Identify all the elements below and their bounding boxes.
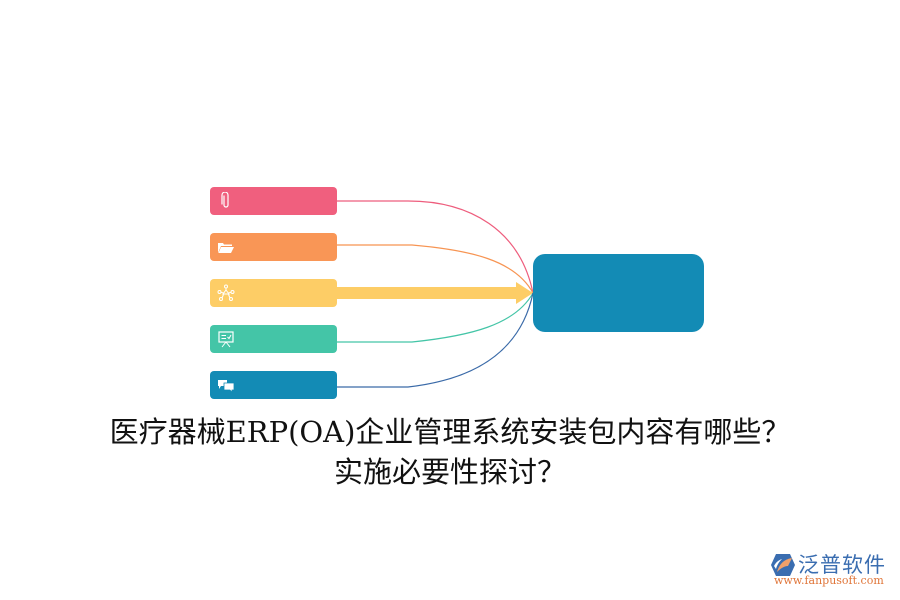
source-node-chat[interactable] (210, 371, 337, 399)
folder-open-icon (218, 243, 234, 253)
target-hub-node[interactable] (533, 254, 704, 332)
source-node-folder[interactable] (210, 233, 337, 261)
brand-name: 泛普软件 (798, 553, 886, 577)
brand-logo[interactable]: 泛普软件 www.fanpusoft.com (766, 552, 896, 588)
paperclip-icon (221, 192, 229, 208)
title-line-2: 实施必要性探讨？ (333, 455, 566, 489)
title-line-1: 医疗器械ERP(OA)企业管理系统安装包内容有哪些？ (109, 415, 791, 449)
source-node-attachment[interactable] (210, 187, 337, 215)
source-node-network[interactable] (210, 279, 337, 307)
source-node-presentation[interactable] (210, 325, 337, 353)
chat-bubbles-icon (218, 380, 235, 394)
fanpu-logo-icon (771, 554, 795, 576)
brand-url: www.fanpusoft.com (774, 574, 884, 587)
network-icon (217, 284, 235, 301)
page-title: 医疗器械ERP(OA)企业管理系统安装包内容有哪些？ 实施必要性探讨？ (0, 412, 900, 492)
presentation-board-icon (218, 331, 234, 348)
